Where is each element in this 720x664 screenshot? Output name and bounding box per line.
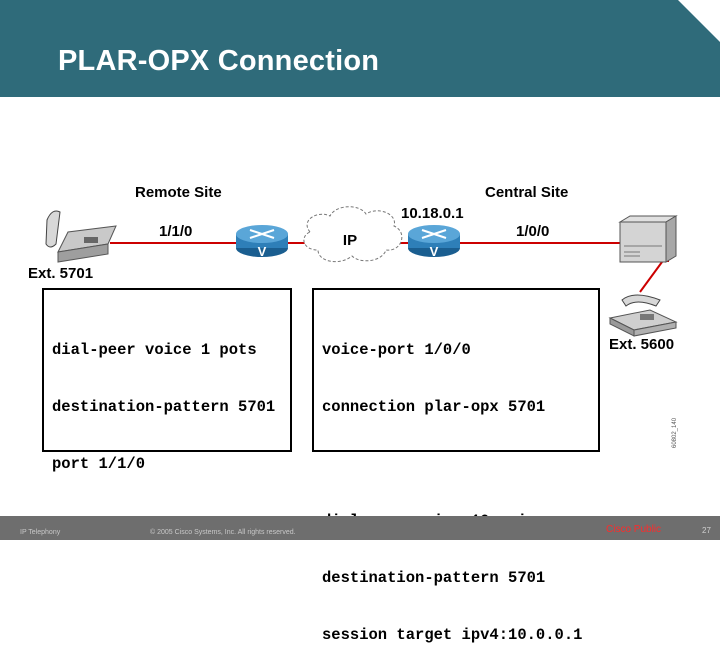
config-spacer [322,455,598,474]
config-line: connection plar-opx 5701 [322,398,546,416]
footer-page-number: 27 [702,526,711,535]
router-icon-central [408,225,460,257]
footer-brand: Cisco Public [606,524,662,535]
config-line: destination-pattern 5701 [322,569,546,587]
remote-site-label: Remote Site [135,184,222,201]
config-line: dial-peer voice 1 pots [52,341,257,359]
router-icon-remote [236,225,288,257]
central-site-label: Central Site [485,184,569,201]
config-line: destination-pattern 5701 [52,398,276,416]
cloud-label: IP [343,232,357,249]
central-port-label: 1/0/0 [516,223,550,240]
header-bar [0,0,720,97]
footer-copyright: © 2005 Cisco Systems, Inc. All rights re… [150,529,296,536]
config-line: voice-port 1/0/0 [322,341,471,359]
central-config-box: voice-port 1/0/0 connection plar-opx 570… [312,288,600,644]
router-glyph-central: V [430,244,439,259]
office-phone-layer [608,294,678,337]
pbx-icon [618,215,678,263]
slide-title: PLAR-OPX Connection [58,45,380,77]
network-diagram: V IP V [45,206,678,293]
remote-config-box: dial-peer voice 1 pots destination-patte… [42,288,292,473]
footer-course: IP Telephony [20,529,61,536]
cloud-icon [303,206,403,263]
central-extension-label: Ext. 5600 [609,336,675,353]
analog-phone-icon [45,210,117,263]
config-line: port 1/1/0 [52,455,146,473]
office-phone-icon [608,294,678,337]
pbx-phone-line [639,261,663,293]
config-line: session target ipv4:10.0.0.1 [322,626,583,644]
router-ip-address: 10.18.0.1 [401,205,464,222]
remote-port-label: 1/1/0 [159,223,193,240]
header-corner [678,0,720,42]
router-glyph-remote: V [258,244,267,259]
footer-bar [0,516,720,540]
remote-extension-label: Ext. 5701 [28,265,94,282]
figure-id: 60802_140 [672,417,678,448]
